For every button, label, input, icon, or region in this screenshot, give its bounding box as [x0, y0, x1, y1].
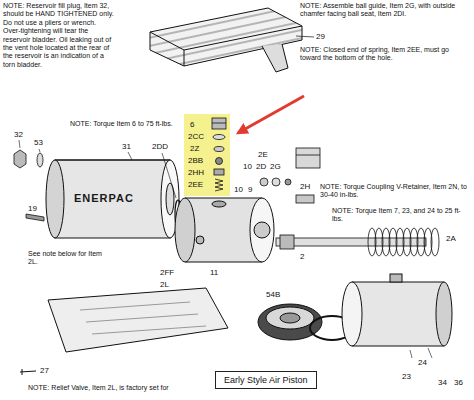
callout-number: 6 — [190, 120, 194, 130]
callout-number: 2E — [258, 150, 268, 160]
brand-text: ENERPAC — [74, 192, 134, 205]
note-text: NOTE: Closed end of spring, Item 2EE, mu… — [300, 46, 468, 63]
callout-number: 34 — [438, 378, 447, 388]
callout-number: 36 — [454, 378, 463, 388]
callout-number: 2FF — [160, 268, 174, 278]
callout-number: 53 — [34, 138, 43, 148]
fill-plug — [14, 140, 44, 221]
note-text: NOTE: Relief Valve, Item 2L, is factory … — [28, 384, 213, 392]
callout-number: 2G — [270, 162, 281, 172]
note-text: See note below for Item 2L. — [28, 250, 108, 267]
callout-number: 23 — [402, 372, 411, 382]
callout-number: 2 — [300, 252, 304, 262]
pump-body — [175, 198, 274, 262]
callout-number: 2A — [446, 234, 456, 244]
air-piston — [258, 274, 452, 358]
callout-number: 2H — [300, 182, 310, 192]
callout-number: 2Z — [190, 144, 199, 154]
callout-number: 2DD — [152, 142, 168, 152]
callout-number: 19 — [28, 204, 37, 214]
callout-number: 24 — [418, 358, 427, 368]
foot-pedal — [150, 8, 314, 72]
note-text: NOTE: Torque Item 6 to 75 ft-lbs. — [70, 120, 173, 128]
callout-number: 11 — [210, 268, 218, 278]
callout-number: 2EE — [188, 180, 203, 190]
callout-number: 2HH — [188, 168, 204, 178]
callout-number: 27 — [40, 366, 49, 376]
callout-number: 54B — [266, 290, 280, 300]
callout-number: 10 — [234, 185, 243, 195]
caption-box: Early Style Air Piston — [215, 371, 317, 389]
note-text: NOTE: Torque Item 7, 23, and 24 to 25 ft… — [332, 207, 470, 224]
base-plate — [20, 288, 228, 375]
note-text: NOTE: Torque Coupling V-Retainer, Item 2… — [320, 183, 468, 200]
highlight-box — [184, 114, 230, 196]
callout-number: 2CC — [188, 132, 204, 142]
callout-number: 9 — [248, 185, 252, 195]
valve-parts — [260, 148, 320, 203]
note-text: NOTE: Assemble ball guide, Item 2G, with… — [300, 2, 468, 19]
valve-stack — [212, 118, 226, 191]
callout-number: 29 — [316, 32, 325, 42]
reservoir — [46, 152, 179, 238]
callout-number: 2D — [256, 162, 266, 172]
callout-number: 2L — [160, 280, 169, 290]
callout-number: 10 — [243, 162, 252, 172]
callout-number: 2BB — [188, 156, 203, 166]
pointer-arrow — [238, 96, 304, 133]
caption-text: Early Style Air Piston — [224, 375, 308, 385]
leader-line — [162, 153, 176, 198]
callout-number: 31 — [122, 142, 131, 152]
note-text: NOTE: Reservoir fill plug, Item 32, shou… — [3, 2, 115, 69]
callout-number: 32 — [14, 130, 23, 140]
spring-coil — [368, 228, 439, 256]
